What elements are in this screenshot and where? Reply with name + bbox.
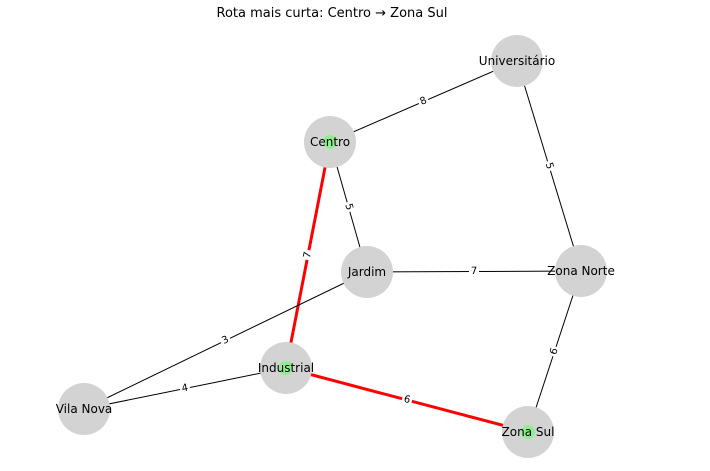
edge-centro-industrial: 7 xyxy=(284,141,332,369)
svg-text:7: 7 xyxy=(302,251,314,259)
node-label: Zona Sul xyxy=(502,425,555,439)
node-industrial: Industrial xyxy=(258,342,314,394)
node-vila_nova: Vila Nova xyxy=(56,383,113,435)
edge-weight-label: 7 xyxy=(301,248,315,262)
edges-layer: 8 5 5 7 7 3 6 4 6 xyxy=(83,60,582,434)
edge-vila_nova-industrial: 4 xyxy=(83,367,287,410)
svg-text:5: 5 xyxy=(543,161,555,170)
node-label: Vila Nova xyxy=(56,402,113,416)
node-zona_norte: Zona Norte xyxy=(547,245,615,297)
edge-universitario-zona_norte: 5 xyxy=(516,60,582,272)
svg-text:5: 5 xyxy=(342,202,354,211)
node-zona_sul: Zona Sul xyxy=(502,406,555,458)
edge-weight-label: 5 xyxy=(541,159,557,173)
node-label: Jardim xyxy=(347,265,386,279)
edge-zona_norte-zona_sul: 6 xyxy=(527,270,582,433)
edge-weight-label: 3 xyxy=(218,332,233,349)
path-node-marker xyxy=(521,425,535,439)
node-circle xyxy=(555,245,607,297)
node-circle xyxy=(341,246,393,298)
node-label: Industrial xyxy=(258,361,314,375)
node-circle xyxy=(58,383,110,435)
edge-jardim-zona_norte: 7 xyxy=(366,265,582,278)
edge-centro-universitario: 8 xyxy=(329,60,518,143)
edge-weight-label: 8 xyxy=(416,94,431,109)
path-node-marker xyxy=(323,135,337,149)
svg-text:4: 4 xyxy=(181,382,189,394)
node-universitario: Universitário xyxy=(479,35,555,87)
svg-text:8: 8 xyxy=(418,95,428,108)
edge-weight-label: 7 xyxy=(468,265,480,278)
node-circle xyxy=(491,35,543,87)
edge-industrial-zona_sul: 6 xyxy=(285,366,529,434)
edge-weight-label: 4 xyxy=(178,381,192,396)
edge-weight-label: 5 xyxy=(341,200,356,214)
node-centro: Centro xyxy=(304,116,356,168)
diagram-title: Rota mais curta: Centro → Zona Sul xyxy=(217,6,448,21)
edge-jardim-vila_nova: 3 xyxy=(83,271,368,410)
node-label: Zona Norte xyxy=(547,264,615,278)
path-node-marker xyxy=(279,361,293,375)
svg-text:6: 6 xyxy=(403,394,412,406)
node-label: Universitário xyxy=(479,54,555,68)
edge-weight-label: 6 xyxy=(547,344,562,359)
node-jardim: Jardim xyxy=(341,246,393,298)
svg-text:6: 6 xyxy=(548,347,560,356)
svg-text:3: 3 xyxy=(220,334,231,347)
edge-weight-label: 6 xyxy=(400,392,414,408)
svg-text:7: 7 xyxy=(471,266,477,277)
node-label: Centro xyxy=(310,135,350,149)
